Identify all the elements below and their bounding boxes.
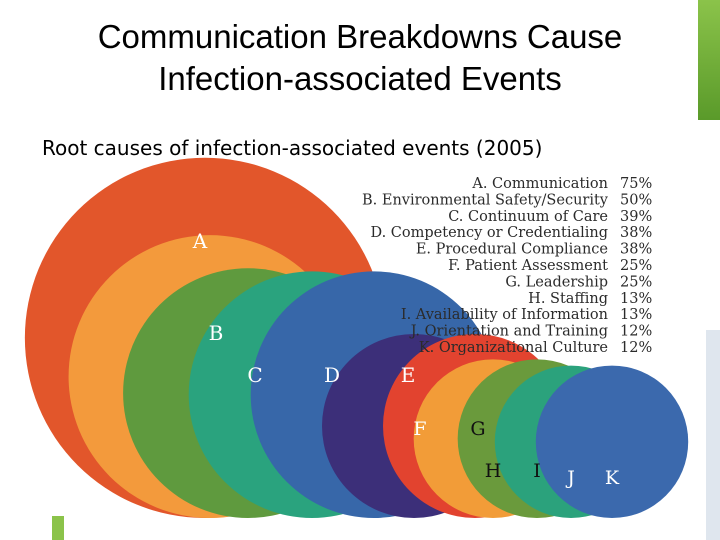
bubble-label-k: K: [605, 467, 620, 489]
bubble-k: [535, 365, 689, 518]
legend-entry-a: A. Communication: [471, 176, 608, 192]
bubble-label-i: I: [533, 460, 541, 482]
bubble-label-j: J: [565, 467, 575, 489]
slide-subtitle: Root causes of infection-associated even…: [42, 136, 543, 160]
bubble-label-g: G: [470, 418, 485, 440]
legend-value-g: 25%: [620, 274, 652, 290]
bubble-label-b: B: [209, 321, 224, 345]
legend-value-c: 39%: [620, 209, 652, 225]
legend-entry-e: E. Procedural Compliance: [416, 242, 608, 258]
bubble-label-d: D: [324, 363, 340, 387]
bubble-label-h: H: [485, 460, 502, 482]
legend-entry-i: I. Availability of Information: [401, 307, 608, 323]
bubble-label-a: A: [192, 229, 208, 253]
bottom-left-stripe: [52, 516, 64, 540]
legend-entry-k: K. Organizational Culture: [419, 340, 608, 356]
legend-group: A. Communication 75% B. Environmental Safe…: [362, 176, 652, 356]
bubble-label-c: C: [247, 363, 262, 387]
legend-value-i: 13%: [620, 307, 652, 323]
legend-entry-g: G. Leadership: [505, 274, 608, 290]
legend-value-e: 38%: [620, 242, 652, 258]
legend-entry-b: B. Environmental Safety/Security: [362, 192, 609, 208]
bubble-label-f: F: [413, 418, 426, 440]
title-line-1: Communication Breakdowns Cause: [97, 18, 623, 55]
legend-entry-f: F. Patient Assessment: [448, 258, 608, 274]
title-line-2: Infection-associated Events: [158, 60, 562, 97]
legend-value-d: 38%: [620, 225, 652, 241]
legend-value-b: 50%: [620, 192, 652, 208]
bubble-group: A BC D E F GH I J K: [24, 157, 689, 518]
slide-title: Communication Breakdowns Cause Infection…: [20, 16, 700, 100]
legend-value-h: 13%: [620, 291, 652, 307]
legend-entry-h: H. Staffing: [528, 291, 608, 307]
legend-entry-d: D. Competency or Credentialing: [370, 225, 608, 241]
legend-value-j: 12%: [620, 324, 652, 340]
legend-value-f: 25%: [620, 258, 652, 274]
bubble-label-e: E: [401, 363, 416, 387]
legend-entry-c: C. Continuum of Care: [448, 209, 608, 225]
legend-value-k: 12%: [620, 340, 652, 356]
right-edge-stripe: [706, 330, 720, 540]
legend-value-a: 75%: [620, 176, 652, 192]
top-right-stripe: [698, 0, 720, 120]
legend-entry-j: J. Orientation and Training: [409, 324, 608, 340]
